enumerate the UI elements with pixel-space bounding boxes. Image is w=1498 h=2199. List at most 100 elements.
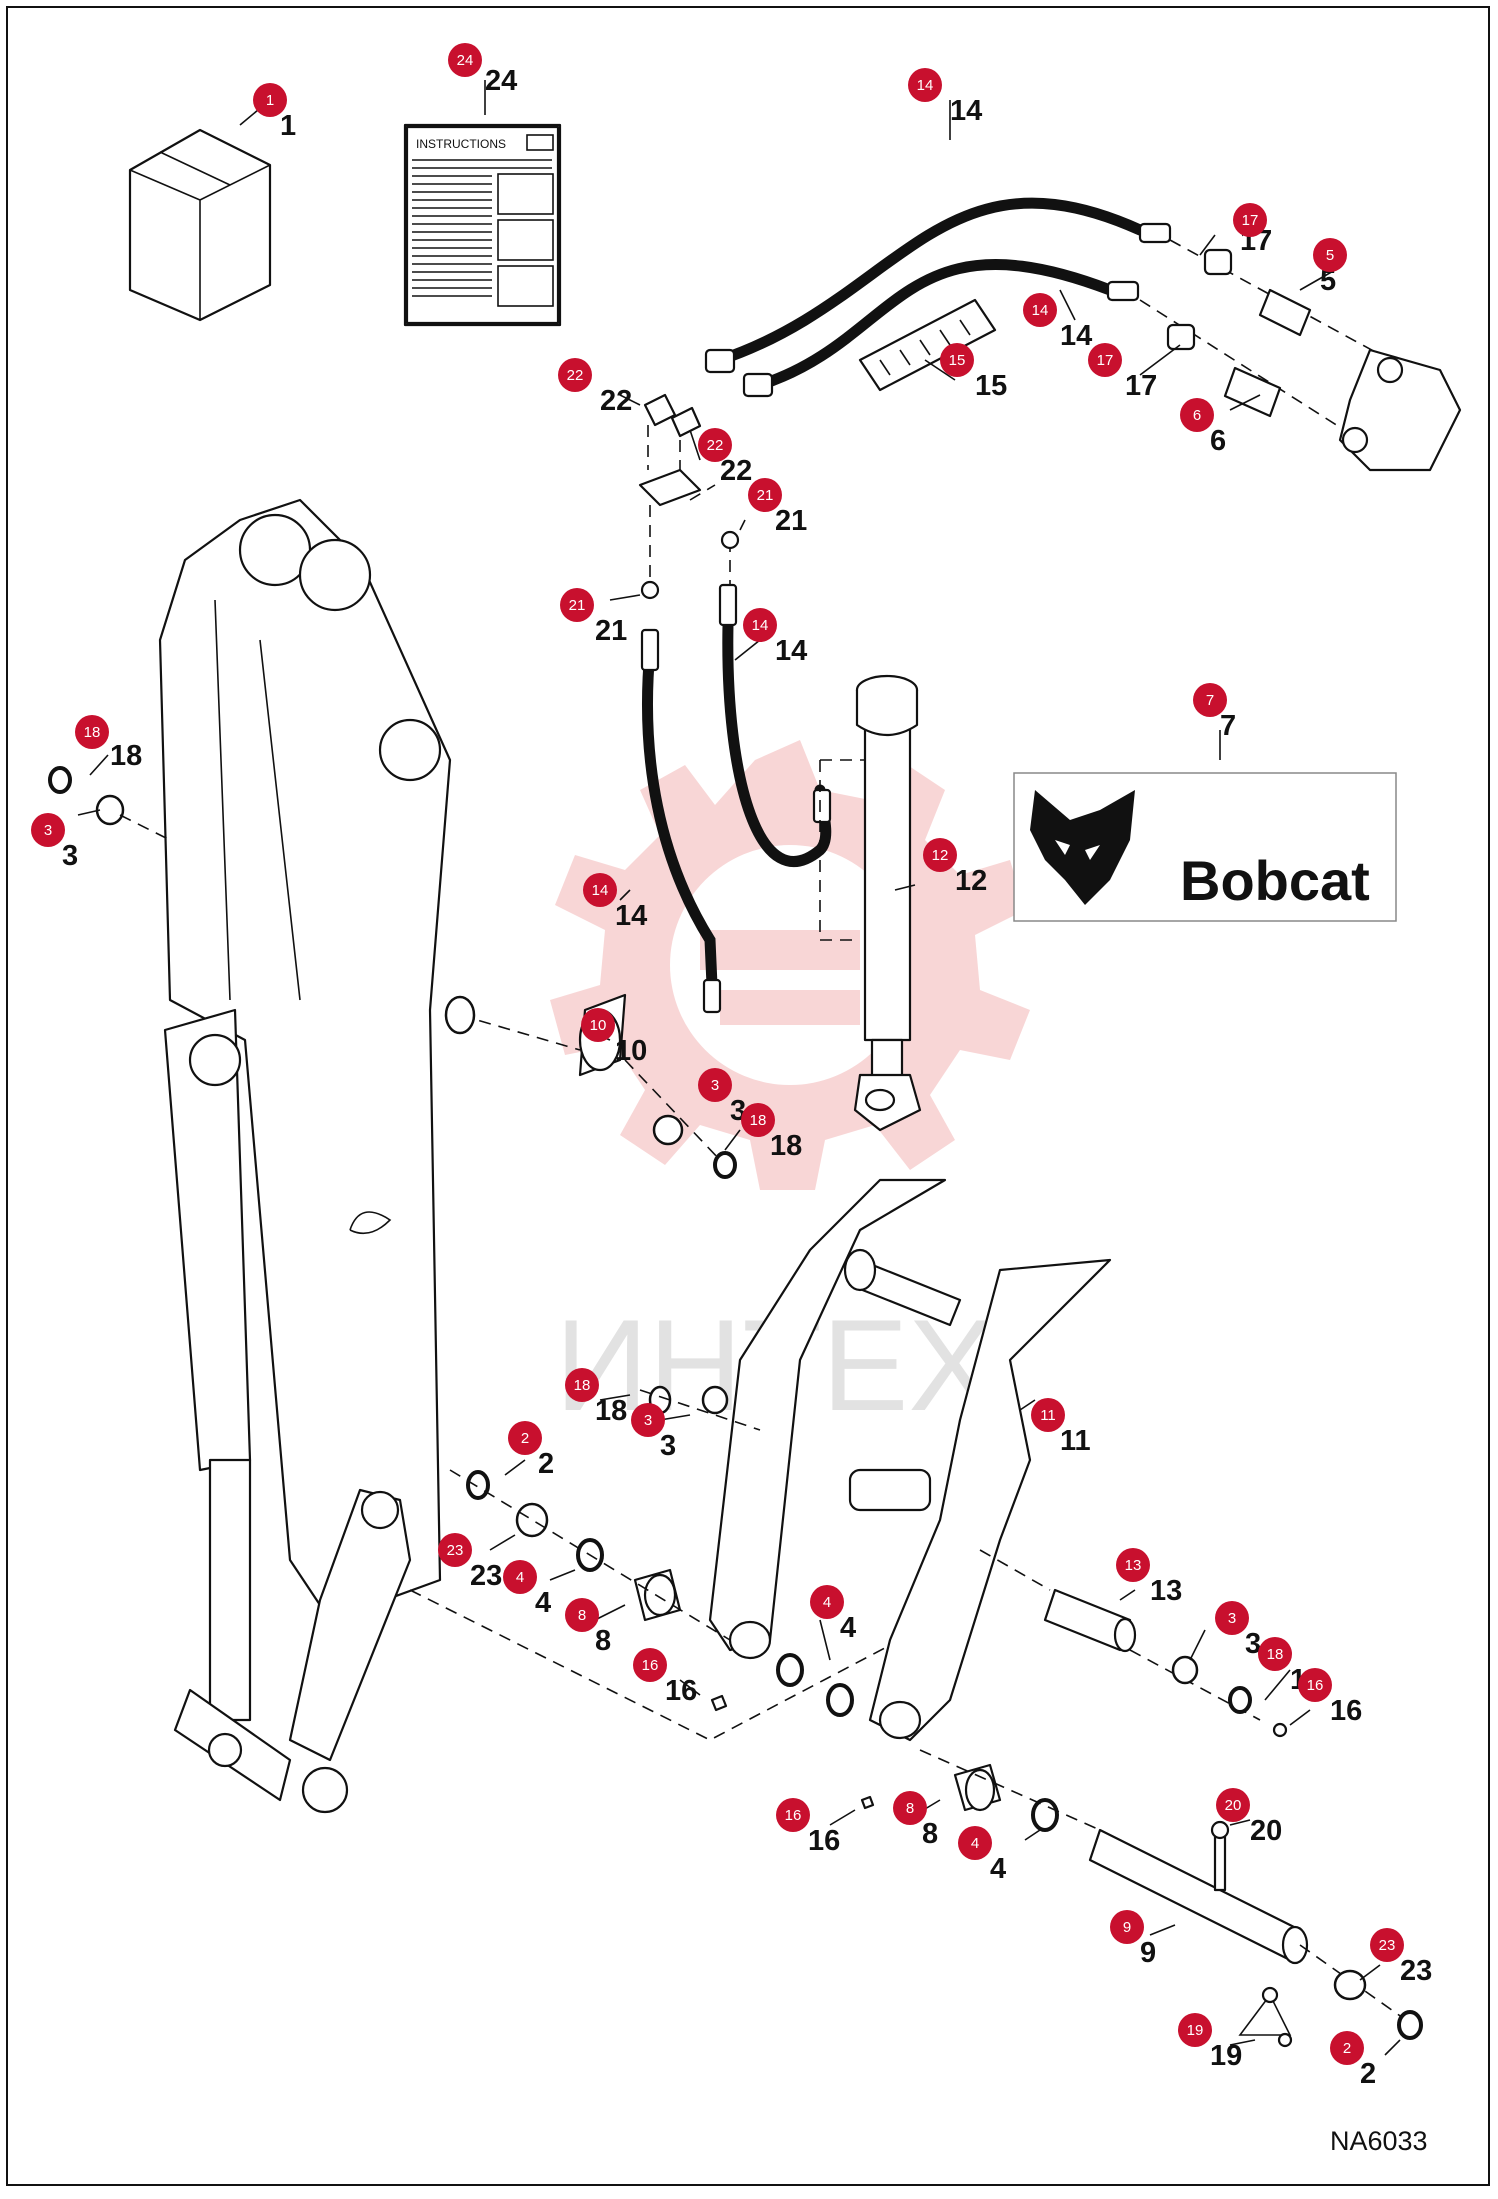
- callout-c9: 99: [1110, 1910, 1156, 1969]
- callout-badge: [1088, 343, 1122, 377]
- callout-number: 16: [808, 1825, 840, 1857]
- callout-number: 24: [485, 65, 517, 97]
- hose-assembly-middle: [640, 583, 832, 1014]
- callout-number: 18: [595, 1395, 627, 1427]
- bobcat-decal: Bobcat: [1013, 772, 1397, 922]
- callout-c3a: 33: [31, 813, 78, 872]
- callout-badge: [1023, 293, 1057, 327]
- callout-number: 14: [615, 900, 647, 932]
- callout-badge: [1330, 2031, 1364, 2065]
- callout-badge: [748, 478, 782, 512]
- callout-number: 11: [1060, 1425, 1091, 1457]
- callout-badge: [1216, 1788, 1250, 1822]
- callout-c7: 77: [1193, 683, 1236, 742]
- callout-badge-number: 14: [752, 617, 769, 634]
- elbow-fittings: [638, 393, 740, 600]
- callout-badge: [503, 1560, 537, 1594]
- callout-badge: [1258, 1637, 1292, 1671]
- callout-number: 18: [110, 740, 142, 772]
- callout-number: 9: [1140, 1937, 1156, 1969]
- callout-badge: [698, 428, 732, 462]
- bucket-link-bracket: [708, 1178, 1112, 1742]
- callout-badge-number: 16: [1307, 1677, 1324, 1694]
- callout-badge-number: 16: [642, 1657, 659, 1674]
- callout-badge-number: 9: [1123, 1919, 1131, 1936]
- callout-badge-number: 5: [1326, 247, 1334, 264]
- callout-badge-number: 2: [521, 1430, 529, 1447]
- callout-badge-number: 23: [1379, 1937, 1396, 1954]
- callout-c14c: 14 14: [743, 608, 807, 667]
- callout-number: 3: [660, 1430, 676, 1462]
- callout-number: 21: [775, 505, 807, 537]
- callout-number: 14: [950, 95, 982, 127]
- pin-13: [979, 1549, 1288, 1738]
- callout-badge: [1031, 1398, 1065, 1432]
- bushing-stack-left: [449, 1385, 854, 1717]
- callout-badge: [31, 813, 65, 847]
- callout-badge: [1215, 1601, 1249, 1635]
- hydraulic-cylinder: [819, 674, 922, 1132]
- callout-badge: [583, 873, 617, 907]
- callout-badge: [893, 1791, 927, 1825]
- callout-badge: [1193, 683, 1227, 717]
- callout-number: 10: [615, 1035, 647, 1067]
- callout-badge-number: 17: [1242, 212, 1259, 229]
- callout-c3c: 33: [631, 1403, 676, 1462]
- callout-badge-number: 2: [1343, 2040, 1351, 2057]
- callout-number: 14: [775, 635, 807, 667]
- callout-badge: [560, 588, 594, 622]
- callout-number: 15: [975, 370, 1007, 402]
- callout-number: 5: [1320, 265, 1336, 297]
- instructions-label: INSTRUCTIONS: [416, 137, 506, 151]
- callout-badge-number: 14: [1032, 302, 1049, 319]
- callout-number: 3: [1245, 1628, 1261, 1660]
- callout-badge: [1180, 398, 1214, 432]
- callout-badge: [923, 838, 957, 872]
- callout-number: 17: [1125, 370, 1157, 402]
- callout-layer: 1124241414171755141417171515662222222221…: [31, 43, 1432, 2090]
- callout-number: 22: [720, 455, 752, 487]
- callout-number: 21: [595, 615, 627, 647]
- callout-badge-number: 14: [592, 882, 609, 899]
- callout-badge: [448, 43, 482, 77]
- callout-badge-number: 3: [644, 1412, 652, 1429]
- instructions-sheet-icon: INSTRUCTIONS: [403, 123, 562, 327]
- callout-badge-number: 4: [516, 1569, 524, 1586]
- callout-number: 20: [1250, 1815, 1282, 1847]
- callout-number: 23: [1400, 1955, 1432, 1987]
- callout-badge-number: 20: [1225, 1797, 1242, 1814]
- callout-badge: [581, 1008, 615, 1042]
- callout-badge-number: 3: [711, 1077, 719, 1094]
- excavator-arm: [158, 498, 901, 1814]
- callout-c1: 11: [253, 83, 296, 142]
- callout-badge: [631, 1403, 665, 1437]
- callout-number: 4: [990, 1853, 1006, 1885]
- callout-badge-number: 10: [590, 1017, 607, 1034]
- callout-c2a: 22: [508, 1421, 554, 1480]
- callout-badge: [698, 1068, 732, 1102]
- callout-badge-number: 17: [1097, 352, 1114, 369]
- callout-badge-number: 1: [266, 92, 274, 109]
- fittings-group: [1139, 239, 1462, 472]
- callout-badge-number: 18: [84, 724, 101, 741]
- callout-badge: [1233, 203, 1267, 237]
- callout-badge: [1370, 1928, 1404, 1962]
- callout-c4a: 44: [503, 1560, 551, 1619]
- callout-badge-number: 8: [578, 1607, 586, 1624]
- callout-c8a: 88: [565, 1598, 611, 1657]
- pin-9-assembly: [860, 1749, 1423, 2048]
- callout-badge-number: 22: [707, 437, 724, 454]
- callout-number: 3: [62, 840, 78, 872]
